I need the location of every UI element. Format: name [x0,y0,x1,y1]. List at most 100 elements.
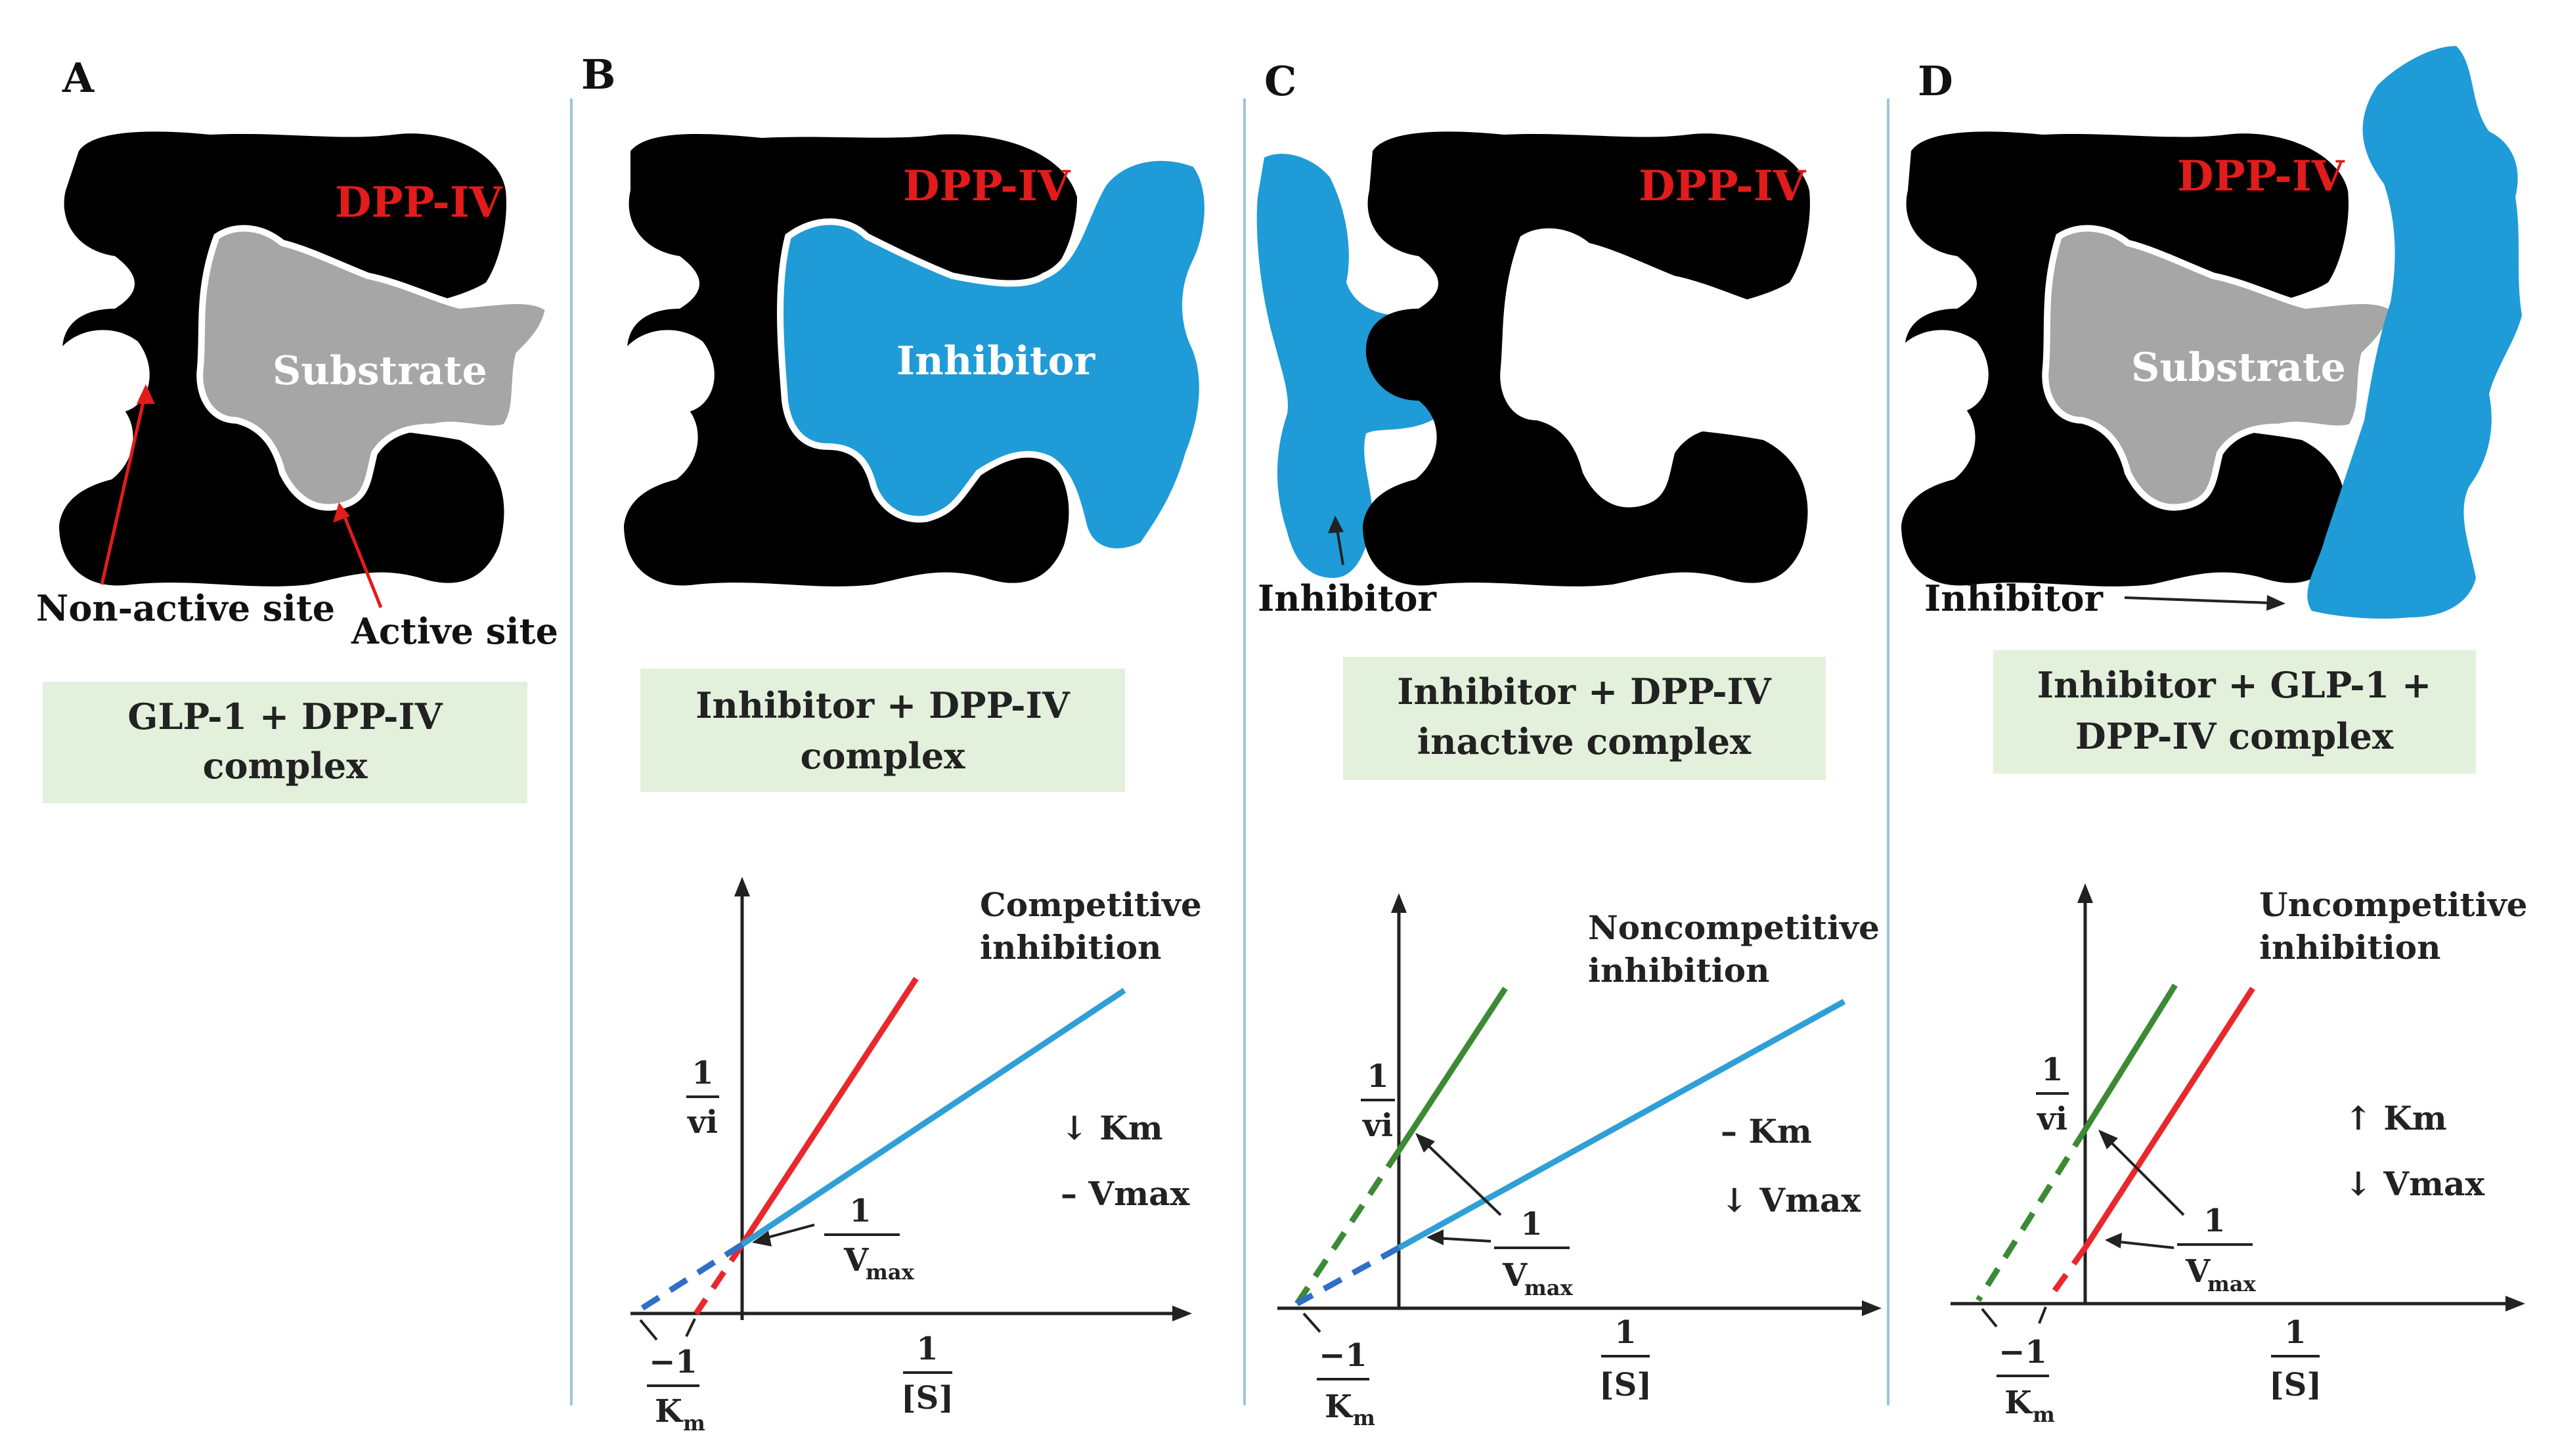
inhibitor-shape-b [777,154,1211,555]
km-arrow-c [1302,1312,1321,1333]
non-active-site-arrowhead [137,384,155,404]
inhibitor-label-d: Inhibitor [1924,577,2104,619]
inhibitor-arrowhead-d [2266,595,2285,611]
graph-title-d-1: Uncompetitive [2259,885,2527,924]
panel-letter-d: D [1918,57,1953,105]
ligand-label-d: Substrate [2131,345,2346,391]
x-label-num-d: 1 [2284,1314,2306,1351]
enzyme-label-d: DPP-IV [2177,152,2345,201]
km-arrow-b-2 [685,1318,696,1337]
km-sub-b: m [683,1411,705,1436]
vmax-sub-d: max [2207,1271,2257,1296]
y-axis-arrow-c [1391,893,1407,913]
line-competitive-blue [740,988,1126,1247]
non-active-site-notch [56,330,150,414]
complex-box-b-line-2: complex [801,735,966,777]
km-sub-c: m [1353,1405,1375,1430]
complex-box-c-line-1: Inhibitor + DPP-IV [1397,671,1772,713]
km-arrow-d-1 [1981,1308,1998,1328]
vmax-den-b: V [843,1242,869,1279]
inhibitor-label-c: Inhibitor [1258,577,1437,619]
non-active-site-arrow [100,390,148,585]
active-site-label: Active site [351,610,558,652]
vmax-arrow-c-2 [1434,1237,1491,1243]
vmax-num-d: 1 [2203,1202,2225,1239]
graph-d: Uncompetitive inhibition ↑ Km ↓ Vmax 1 v… [1951,883,2527,1427]
y-label-num-d: 1 [2041,1051,2063,1088]
y-axis-arrow-d [2077,883,2093,903]
km-den-c: K [1325,1388,1354,1425]
inhibitor-arrowhead-c [1328,516,1344,533]
effect-km-b: ↓ Km [1061,1109,1163,1147]
panel-c: C DPP-IV Inhibitor Inhibitor + DPP-IV in… [1256,57,1882,1430]
vmax-sub-b: max [866,1260,915,1285]
panel-letter-a: A [62,54,95,102]
vmax-den-d: V [2185,1253,2211,1290]
panel-b: B DPP-IV Inhibitor Inhibitor + DPP-IV co… [581,51,1211,1436]
y-label-num-b: 1 [692,1055,713,1092]
km-arrow-d-2 [2038,1306,2047,1324]
km-num-b: −1 [649,1344,697,1380]
x-label-num-b: 1 [916,1331,938,1367]
complex-box-b-line-1: Inhibitor + DPP-IV [695,684,1070,726]
vmax-arrowhead-d-2 [2105,1233,2122,1248]
line-uncompetitive-green [2083,983,2178,1132]
graph-c: Noncompetitive inhibition – Km ↓ Vmax 1 … [1277,893,1882,1430]
y-label-den-c: vi [1362,1107,1393,1144]
substrate-shape-a [196,225,552,511]
graph-title-b-1: Competitive [980,885,1202,924]
line-competitive-red [739,977,919,1246]
effect-vmax-d: ↓ Vmax [2345,1164,2485,1203]
y-label-den-d: vi [2037,1101,2067,1137]
graph-title-d-2: inhibition [2259,928,2440,967]
empty-site-c [1500,228,1849,508]
inhibitor-arrow-d [2124,596,2270,604]
panel-letter-b: B [581,51,615,99]
vmax-arrow-d-2 [2113,1240,2174,1249]
line-competitive-blue-extrap [632,1242,744,1316]
x-label-den-b: [S] [901,1380,954,1417]
vmax-arrow-c-1 [1421,1138,1502,1216]
km-num-d: −1 [1998,1334,2047,1371]
panel-d: D DPP-IV Substrate Inhibitor Inhibitor +… [1895,46,2527,1427]
km-num-c: −1 [1319,1337,1367,1374]
line-noncompetitive-green [1396,986,1508,1153]
panel-a: A DPP-IV Substrate Non-active site Activ… [36,54,558,803]
line-noncompetitive-blue [1397,999,1846,1250]
line-uncompetitive-green-extrap [1975,1128,2088,1302]
graph-title-c-1: Noncompetitive [1588,908,1880,947]
x-axis-arrow-d [2505,1296,2525,1312]
vmax-arrowhead-d-1 [2098,1130,2118,1149]
x-axis-arrow-b [1172,1306,1192,1321]
notch-d [1895,330,1989,414]
non-active-site-label: Non-active site [36,587,335,629]
km-den-b: K [655,1393,684,1430]
effect-km-c: – Km [1721,1112,1812,1151]
x-label-den-d: [S] [2269,1367,2322,1403]
effect-vmax-b: – Vmax [1061,1174,1191,1213]
vmax-sub-c: max [1524,1275,1574,1300]
line-noncompetitive-blue-extrap [1295,1245,1401,1306]
complex-box-a [43,682,527,803]
y-label-num-c: 1 [1367,1058,1388,1095]
line-noncompetitive-green-extrap [1294,1149,1401,1306]
complex-box-d-line-1: Inhibitor + GLP-1 + [2037,664,2432,706]
complex-box-d-line-2: DPP-IV complex [2075,715,2394,757]
x-label-den-c: [S] [1599,1367,1652,1403]
complex-box-c-line-2: inactive complex [1417,720,1752,762]
graph-b: Competitive inhibition ↓ Km – Vmax 1 vi … [630,877,1202,1436]
vmax-num-c: 1 [1520,1206,1542,1243]
line-competitive-red-extrap [694,1243,745,1315]
vmax-arrowhead-b [752,1231,772,1246]
complex-box-d [1993,650,2476,774]
complex-box-a-line-2: complex [203,745,368,787]
substrate-shape-d [2042,225,2398,511]
effect-km-d: ↑ Km [2345,1099,2447,1137]
vmax-den-c: V [1502,1257,1528,1294]
complex-box-c [1343,657,1826,780]
inhibitor-shape-d [2307,46,2522,619]
y-axis-arrow-b [734,877,750,896]
enzyme-label-b: DPP-IV [903,162,1071,211]
km-arrow-b-1 [639,1319,658,1341]
